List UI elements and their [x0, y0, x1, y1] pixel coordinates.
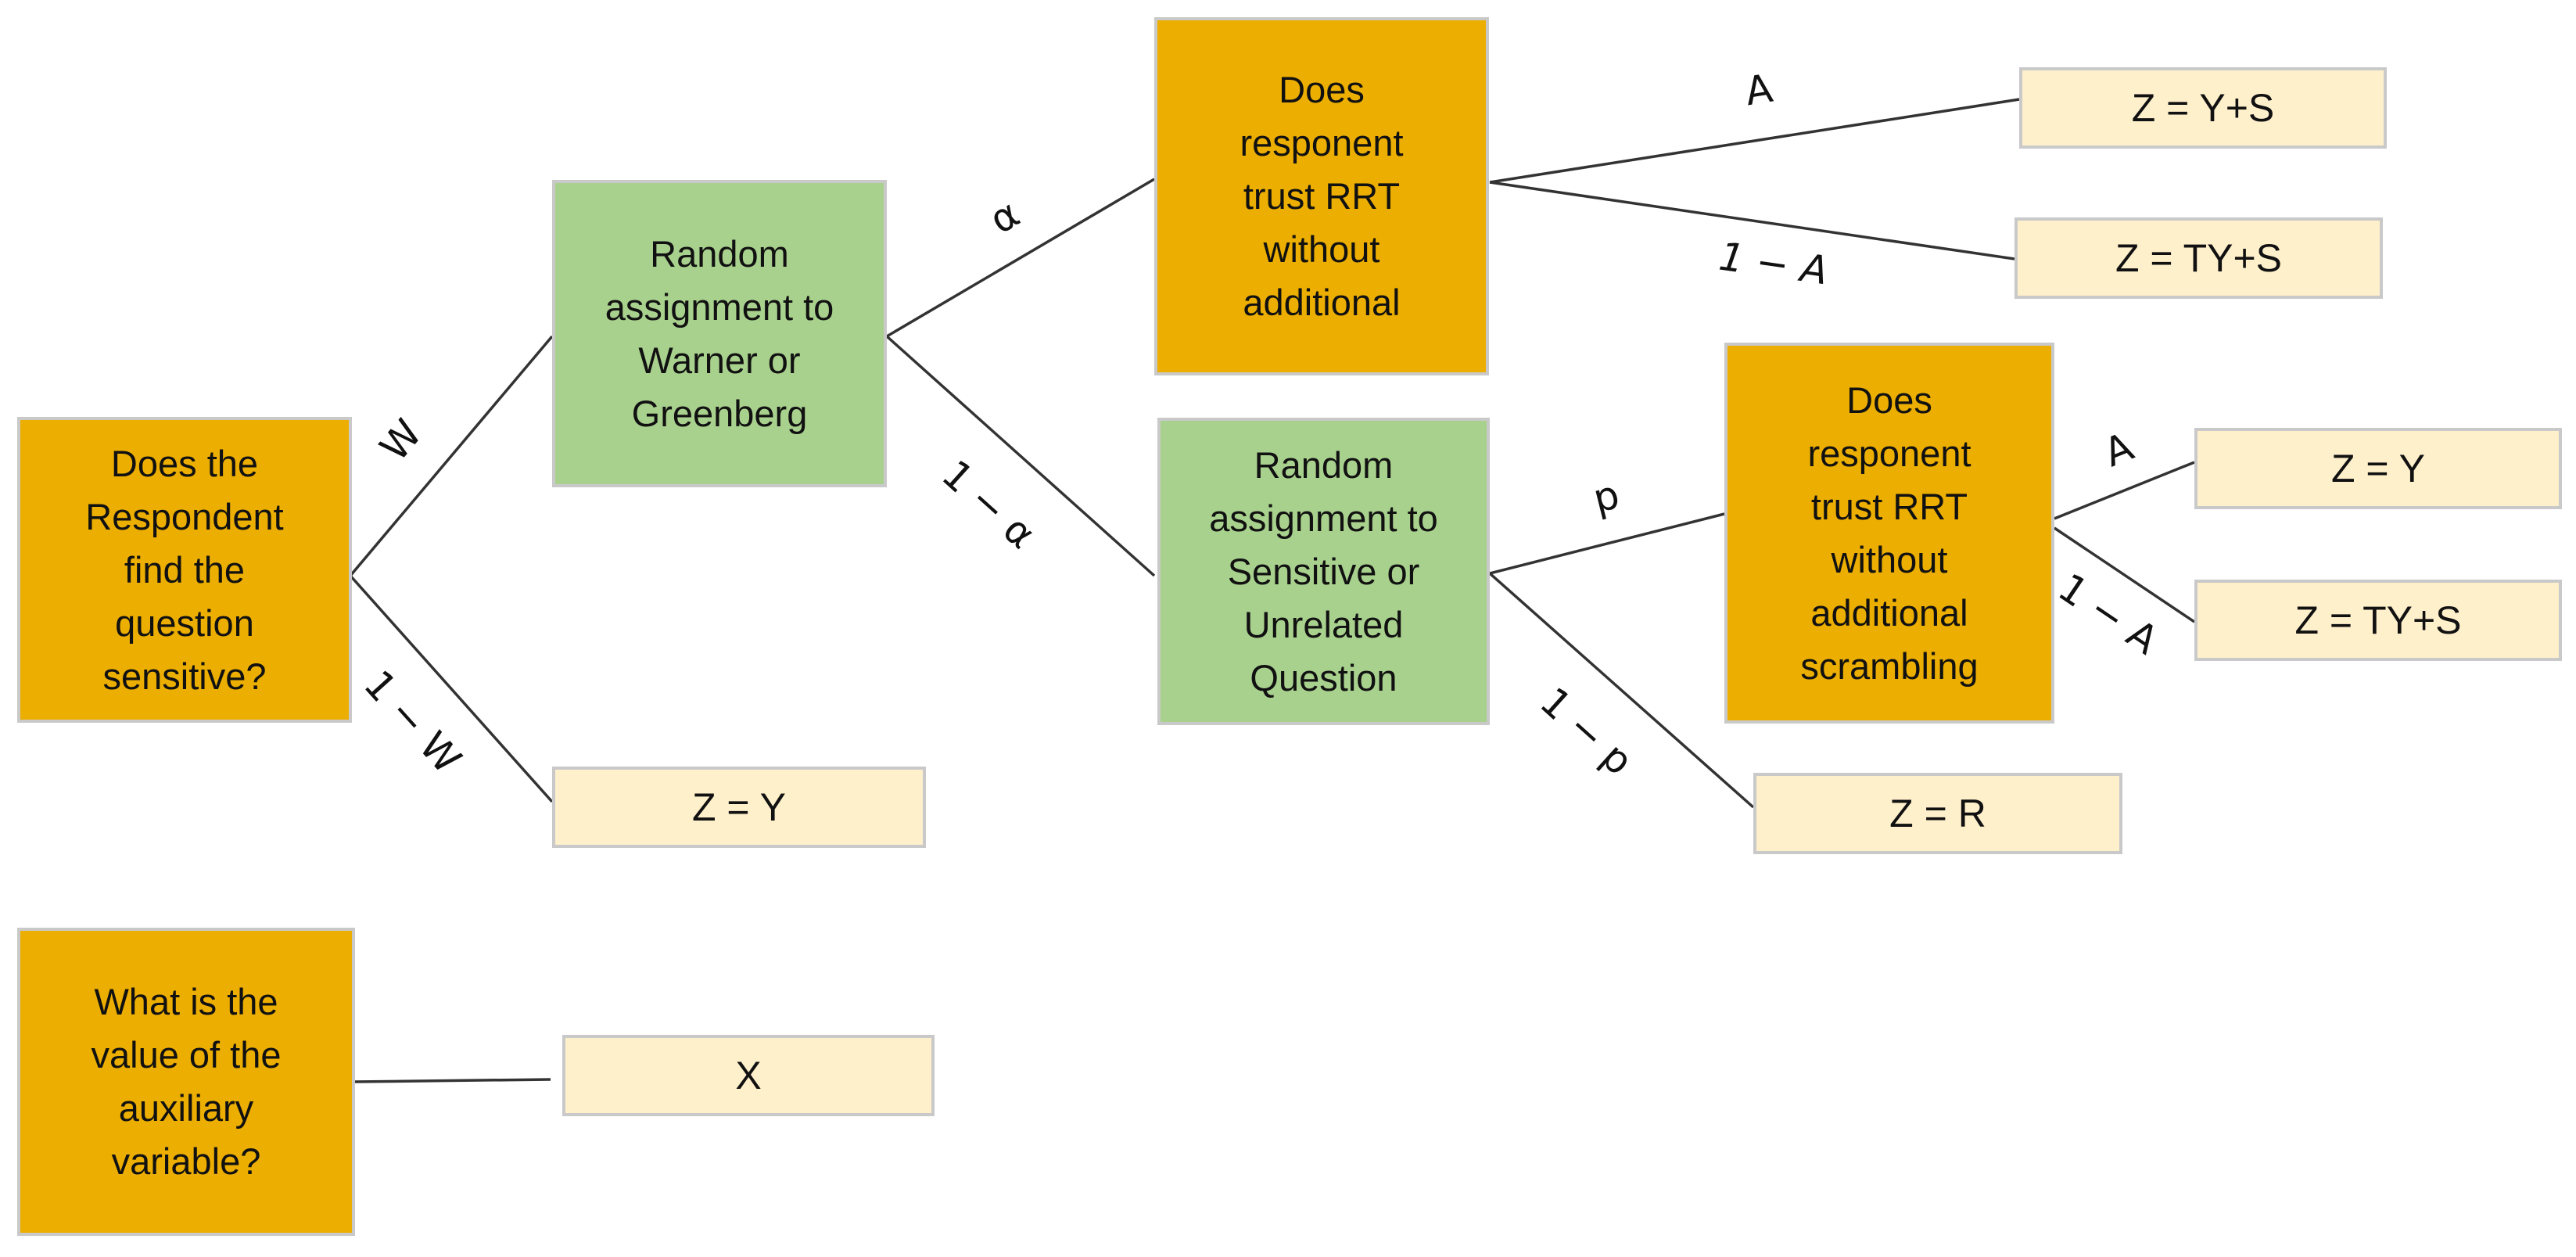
trust-rrt-top-text: Does responent trust RRT without additio… [1240, 69, 1404, 323]
random-warner-greenberg-node: Random assignment to Warner or Greenberg [552, 180, 887, 487]
outcome-z-y-left-text: Z = Y [692, 785, 786, 829]
edge-1-minus-p [1488, 572, 1755, 809]
edge-1-minus-a-top [1489, 181, 2015, 260]
outcome-z-r-text: Z = R [1889, 792, 1986, 835]
outcome-z-ty-plus-s-right-text: Z = TY+S [2294, 598, 2462, 642]
outcome-z-ty-plus-s-top-text: Z = TY+S [2115, 236, 2283, 280]
outcome-z-y-right-text: Z = Y [2331, 447, 2425, 490]
edge-w [349, 335, 554, 577]
edge-a-right [2054, 461, 2195, 520]
sensitive-question-text: Does the Respondent find the question se… [85, 442, 284, 697]
outcome-x-text: X [735, 1054, 762, 1097]
edge-alpha [886, 178, 1155, 338]
auxiliary-question-text: What is the value of the auxiliary varia… [91, 981, 282, 1182]
trust-rrt-scrambling-node: Does responent trust RRT without additio… [1724, 343, 2054, 724]
trust-rrt-scrambling-text: Does responent trust RRT without additio… [1800, 379, 1979, 687]
edge-1-minus-alpha [885, 335, 1156, 577]
edge-1-minus-w [349, 574, 554, 803]
outcome-z-y-left: Z = Y [552, 767, 926, 848]
outcome-z-y-plus-s: Z = Y+S [2019, 67, 2387, 149]
outcome-z-r: Z = R [1753, 773, 2122, 854]
random-sensitive-unrelated-text: Random assignment to Sensitive or Unrela… [1209, 444, 1438, 699]
trust-rrt-top-node: Does responent trust RRT without additio… [1154, 17, 1489, 375]
outcome-z-y-right: Z = Y [2194, 428, 2562, 509]
auxiliary-question-node: What is the value of the auxiliary varia… [17, 928, 355, 1236]
outcome-z-ty-plus-s-right: Z = TY+S [2194, 580, 2562, 661]
outcome-x: X [562, 1035, 935, 1116]
random-warner-greenberg-text: Random assignment to Warner or Greenberg [605, 232, 834, 434]
edge-a-top [1489, 98, 2020, 184]
edge-auxiliary [353, 1078, 551, 1083]
edge-p [1489, 512, 1725, 575]
outcome-z-ty-plus-s-top: Z = TY+S [2015, 217, 2383, 299]
edge-1-minus-a-right [2054, 526, 2195, 623]
random-sensitive-unrelated-node: Random assignment to Sensitive or Unrela… [1157, 418, 1490, 725]
outcome-z-y-plus-s-text: Z = Y+S [2131, 86, 2275, 130]
sensitive-question-node: Does the Respondent find the question se… [17, 417, 352, 723]
